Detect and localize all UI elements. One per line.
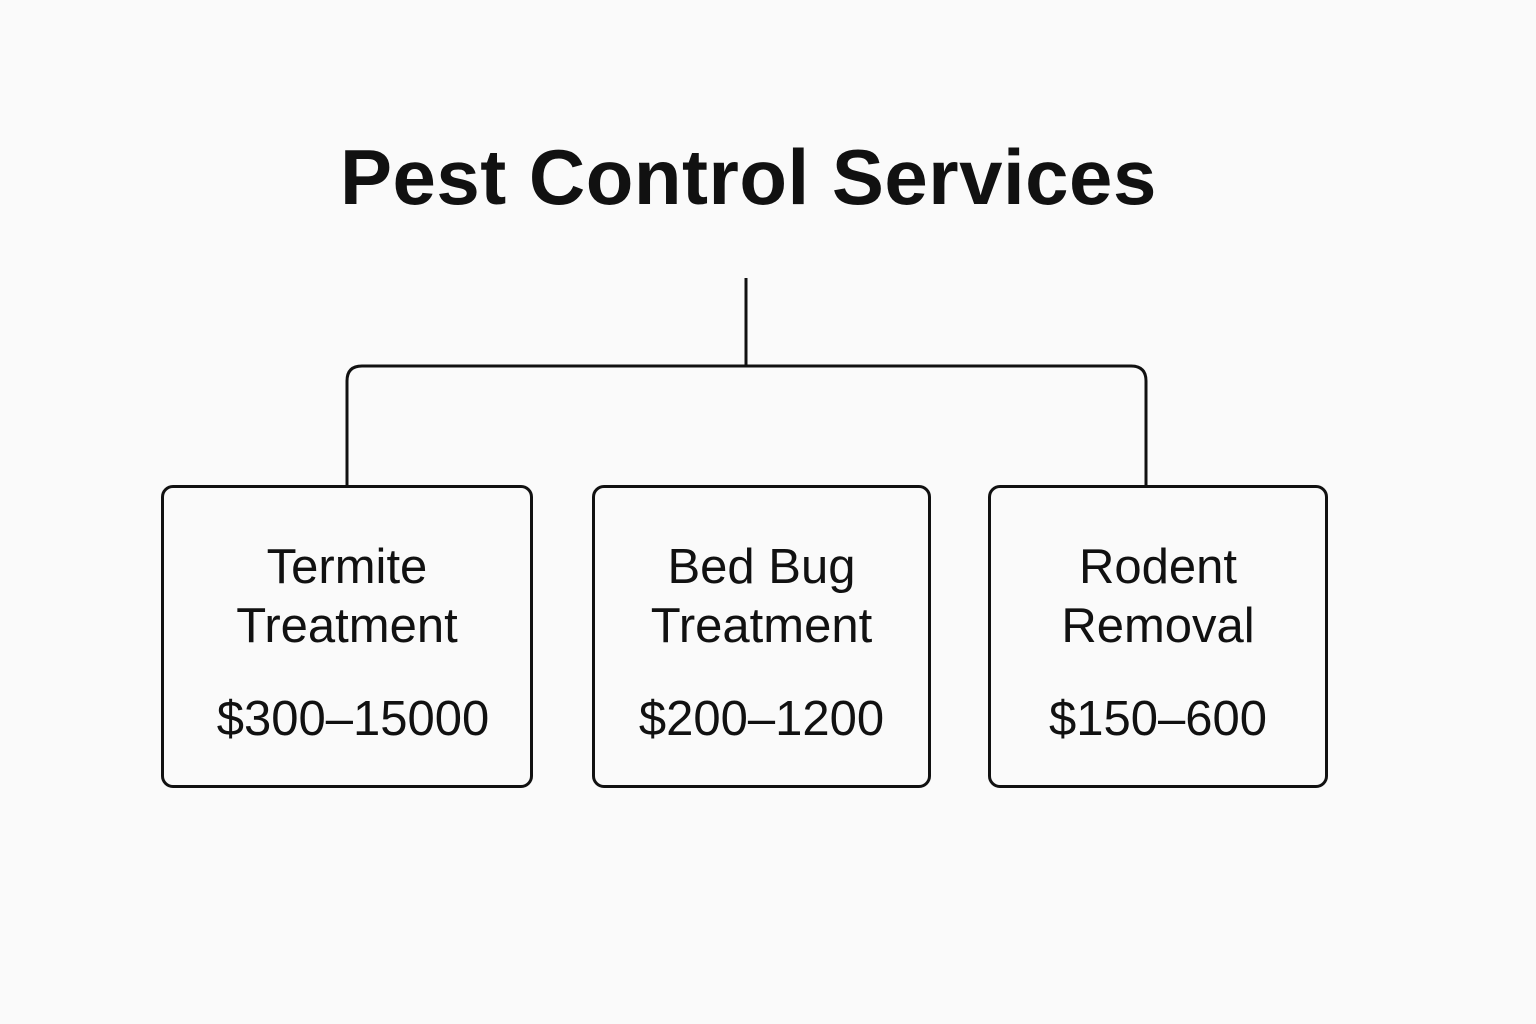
branch-bracket-line (345, 364, 1148, 485)
service-price: $150–600 (1048, 692, 1267, 746)
service-name-line-2: Treatment (236, 599, 458, 653)
service-name: Bed Bug Treatment (595, 538, 928, 656)
service-name-line-1: Rodent (1078, 540, 1237, 594)
service-box-termite: Termite Treatment $300–15000 (161, 485, 533, 788)
service-name-line-2: Removal (1061, 599, 1255, 653)
service-name: Rodent Removal (991, 538, 1325, 656)
service-name-line-1: Termite (266, 540, 428, 594)
service-box-bed-bug: Bed Bug Treatment $200–1200 (592, 485, 931, 788)
diagram-title: Pest Control Services (340, 133, 1157, 221)
service-box-rodent: Rodent Removal $150–600 (988, 485, 1328, 788)
service-name: Termite Treatment (164, 538, 530, 656)
service-name-line-2: Treatment (650, 599, 873, 653)
service-price: $200–1200 (638, 692, 885, 746)
service-name-line-1: Bed Bug (667, 540, 856, 594)
service-price: $300–15000 (216, 692, 490, 746)
